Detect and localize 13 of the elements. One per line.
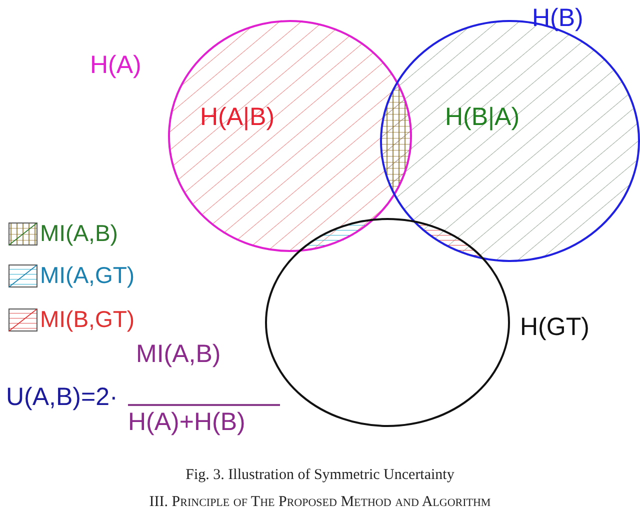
entropy-label: H(B|A) bbox=[445, 102, 520, 132]
formula-text: H(A)+H(B) bbox=[128, 408, 246, 437]
entropy-label: H(A|B) bbox=[200, 102, 275, 132]
section-heading: III. Principle of The Proposed Method and Algorithm bbox=[149, 494, 491, 510]
entropy-label: H(A) bbox=[90, 50, 142, 80]
legend-label: MI(A,B) bbox=[40, 220, 118, 247]
legend-label: MI(A,GT) bbox=[40, 262, 135, 289]
formula-text: U(A,B)=2· bbox=[6, 383, 118, 412]
legend-label: MI(B,GT) bbox=[40, 306, 135, 333]
entropy-label: H(B) bbox=[532, 3, 584, 33]
figure-caption: Fig. 3. Illustration of Symmetric Uncertainty bbox=[186, 467, 454, 483]
entropy-label: H(GT) bbox=[520, 312, 590, 342]
formula-text: MI(A,B) bbox=[136, 340, 221, 369]
